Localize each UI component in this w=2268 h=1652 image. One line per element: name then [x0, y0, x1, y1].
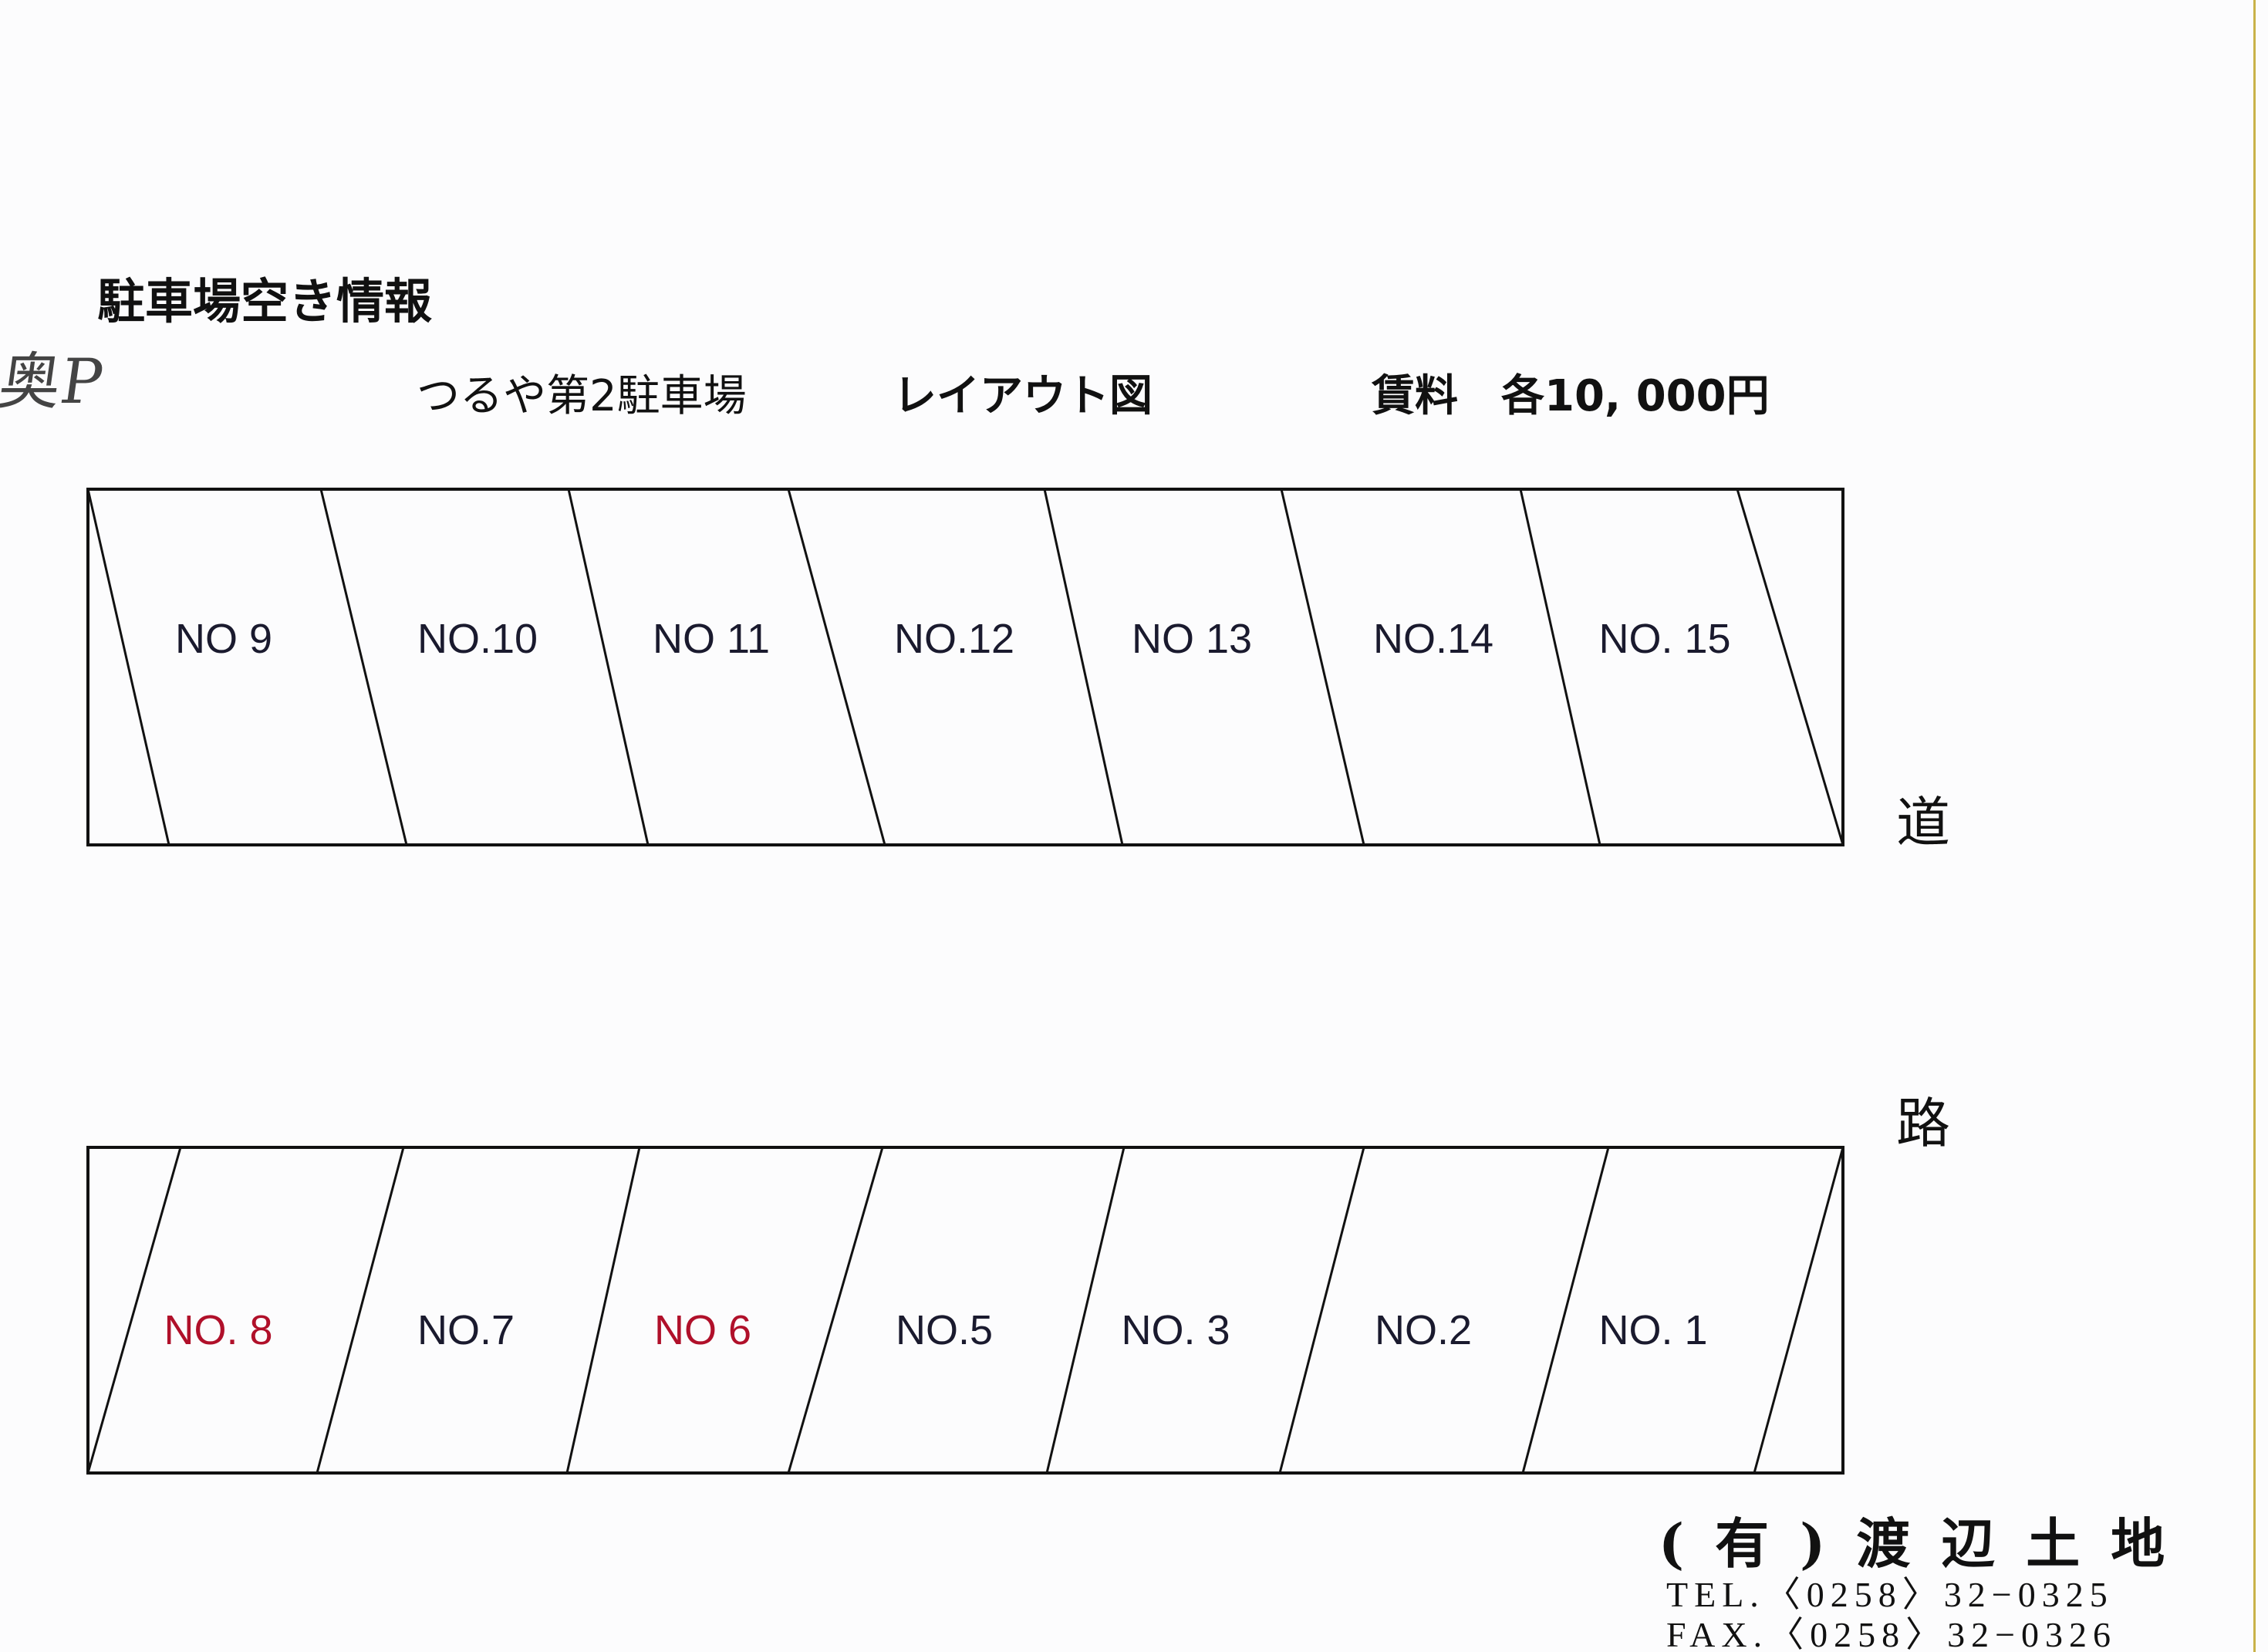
parking-stall-label: NO.10 [417, 616, 538, 662]
tel-number: TEL.〈0258〉32−0325 [1666, 1575, 2114, 1614]
parking-stall-label: NO. 15 [1598, 616, 1730, 662]
stall-divider-line [565, 1147, 641, 1474]
lot-name: つるや第2駐車場 [417, 371, 747, 421]
parking-stall-label: NO.12 [894, 616, 1014, 662]
stall-divider-line [1519, 488, 1601, 846]
parking-stall-label: NO. 3 [1121, 1307, 1230, 1353]
parking-stall-label: NO 6 [654, 1307, 751, 1353]
stall-divider-line [1280, 488, 1365, 846]
stall-divider-line [1753, 1147, 1844, 1474]
paper-edge [2253, 0, 2256, 1652]
rent-label: 賃料 各10, 000円 [1372, 371, 1770, 421]
parking-stall-label: NO.14 [1373, 616, 1493, 662]
page-title: 駐車場空き情報 [97, 273, 433, 329]
stall-divider-line [1278, 1147, 1365, 1474]
parking-stall-label: NO.7 [417, 1307, 515, 1353]
stall-divider-line [316, 1147, 405, 1474]
road-label-1: 道 [1896, 791, 1950, 854]
parking-stall-label: NO 9 [175, 616, 272, 662]
stall-divider-line [787, 1147, 884, 1474]
road-label-2: 路 [1896, 1092, 1950, 1155]
parking-stall-label: NO.5 [896, 1307, 993, 1353]
parking-stall-label: NO.2 [1375, 1307, 1472, 1353]
parking-stall-label: NO. 1 [1598, 1307, 1707, 1353]
top-row-outline [86, 488, 1844, 846]
stall-divider-line [1521, 1147, 1610, 1474]
parking-stall-label: NO 11 [653, 616, 770, 662]
fax-number: FAX.〈0258〉32−0326 [1666, 1615, 2118, 1652]
stall-divider-line [787, 488, 886, 846]
stall-divider-line [1043, 488, 1124, 846]
parking-stall-label: NO 13 [1132, 616, 1252, 662]
parking-stall-label: NO. 8 [164, 1307, 272, 1353]
bottom-row-outline [86, 1146, 1844, 1475]
company-name: (有)渡辺土地 [1659, 1512, 2196, 1576]
stall-divider-line [86, 1147, 182, 1474]
stall-divider-line [86, 488, 170, 846]
stall-divider-line [319, 488, 408, 846]
stall-divider-line [567, 488, 650, 846]
layout-label: レイアウト図 [893, 371, 1153, 421]
stall-divider-line [1736, 488, 1844, 846]
stall-divider-line [1045, 1147, 1126, 1474]
